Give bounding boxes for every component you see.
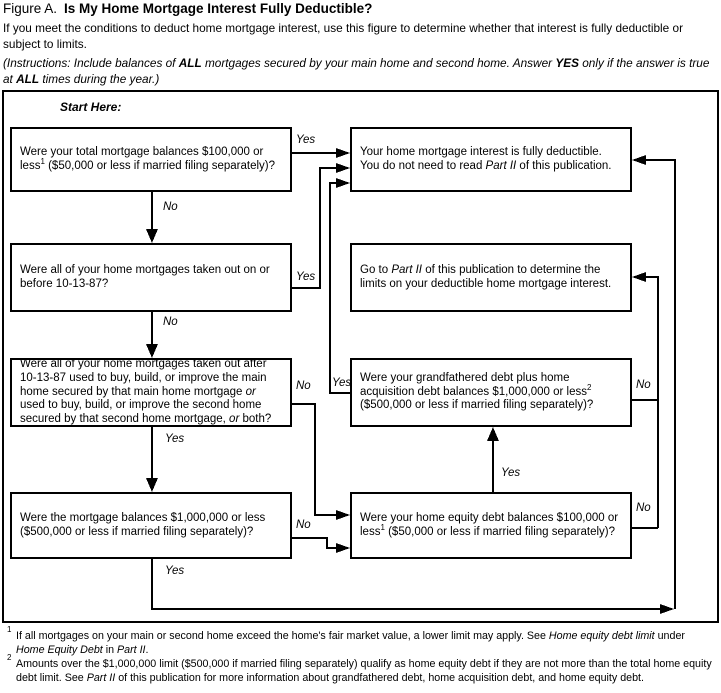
edge-label-q3-no: No xyxy=(296,380,311,392)
box-fully-deductible: Your home mortgage interest is fully ded… xyxy=(350,127,632,192)
figure-title-text: Is My Home Mortgage Interest Fully Deduc… xyxy=(64,1,373,16)
edge-q3-yes xyxy=(146,427,158,492)
edge-label-home-equity-no: No xyxy=(636,502,651,514)
box-q-grandfathered-text: Were your grandfathered debt plus home a… xyxy=(360,371,594,412)
instructions-paragraph: (Instructions: Include balances of ALL m… xyxy=(3,56,710,86)
start-here-label: Start Here: xyxy=(60,100,122,114)
box-q-before-101387: Were all of your home mortgages taken ou… xyxy=(10,243,292,312)
box-q-taken-after-text: Were all of your home mortgages taken ou… xyxy=(20,358,272,426)
box-q-total-balance: Were your total mortgage balances $100,0… xyxy=(10,127,292,192)
box-q-total-balance-text: Were your total mortgage balances $100,0… xyxy=(20,145,276,172)
edge-q1-no xyxy=(146,192,158,243)
edge-label-q4-yes: Yes xyxy=(165,565,185,577)
edge-home-equity-yes xyxy=(487,427,499,492)
edge-q2-yes xyxy=(292,163,350,289)
intro-paragraph: If you meet the conditions to deduct hom… xyxy=(3,21,684,51)
edge-q1-yes xyxy=(292,148,350,158)
box-q-grandfathered: Were your grandfathered debt plus home a… xyxy=(350,358,632,427)
box-go-to-part-ii: Go to Part II of this publication to det… xyxy=(350,243,632,312)
box-q-taken-after: Were all of your home mortgages taken ou… xyxy=(10,358,292,427)
edge-label-q3-yes: Yes xyxy=(165,433,185,445)
flowchart-frame: Start Here: xyxy=(2,90,719,623)
box-fully-deductible-text: Your home mortgage interest is fully ded… xyxy=(360,145,612,172)
figure-label: Figure A. xyxy=(3,1,58,16)
edge-label-q1-no: No xyxy=(163,201,178,213)
box-q-balances-million-text: Were the mortgage balances $1,000,000 or… xyxy=(20,511,266,538)
edge-label-home-equity-yes: Yes xyxy=(501,467,521,479)
box-q-home-equity: Were your home equity debt balances $100… xyxy=(350,492,632,559)
edge-q2-no xyxy=(146,312,158,358)
footnote-1-text: If all mortgages on your main or second … xyxy=(16,630,685,657)
box-q-home-equity-text: Were your home equity debt balances $100… xyxy=(360,511,619,538)
edge-grandfathered-yes xyxy=(329,178,350,394)
edge-label-grandfathered-yes: Yes xyxy=(332,377,352,389)
edge-label-q2-yes: Yes xyxy=(296,271,316,283)
edge-q4-no xyxy=(292,537,350,553)
edge-label-q2-no: No xyxy=(163,316,178,328)
box-q-before-101387-text: Were all of your home mortgages taken ou… xyxy=(20,263,270,290)
edge-label-q4-no: No xyxy=(296,519,311,531)
box-q-balances-million: Were the mortgage balances $1,000,000 or… xyxy=(10,492,292,559)
page-title: Figure A. Is My Home Mortgage Interest Fu… xyxy=(3,1,372,16)
edge-q3-no xyxy=(292,403,350,520)
edge-label-grandfathered-no: No xyxy=(636,379,651,391)
edge-no-to-part-ii xyxy=(632,272,659,529)
edge-label-q1-yes: Yes xyxy=(296,134,316,146)
box-go-to-part-ii-text: Go to Part II of this publication to det… xyxy=(360,263,612,290)
footnote-2-text: Amounts over the $1,000,000 limit ($500,… xyxy=(16,658,712,685)
